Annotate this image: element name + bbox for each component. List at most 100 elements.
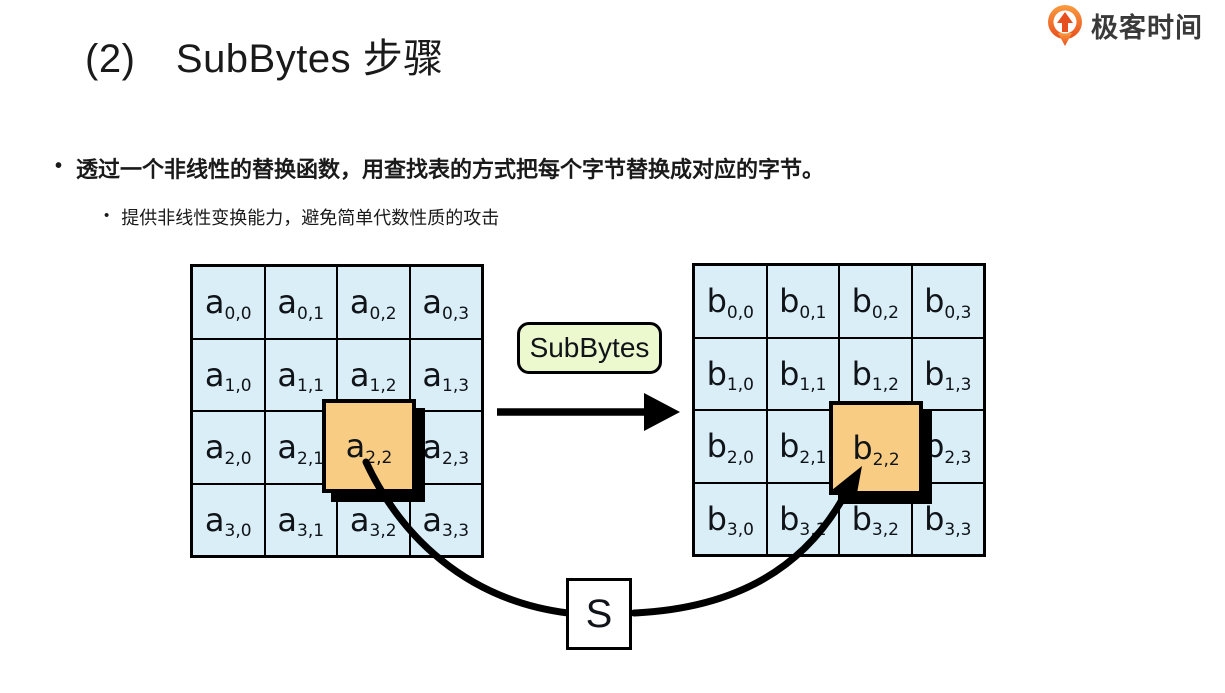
subbytes-label-box: SubBytes: [517, 322, 662, 374]
cell-subscript: 3,0: [224, 521, 252, 542]
cell-subscript: 0,2: [369, 303, 397, 324]
cell-subscript: 1,3: [442, 376, 470, 397]
cell-subscript: 3,1: [297, 521, 325, 542]
cell-subscript: 0,2: [871, 302, 899, 323]
cell-base: a: [277, 428, 298, 467]
bullet-marker: •: [104, 207, 110, 224]
cell-base: a: [422, 355, 443, 394]
cell-base: a: [422, 283, 443, 322]
cell-base: b: [706, 282, 727, 321]
cell-subscript: 0,1: [799, 302, 827, 323]
highlight-cell-b22: b 2,2: [829, 401, 923, 495]
cell-subscript: 3,2: [369, 521, 397, 542]
cell-subscript: 1,3: [944, 375, 972, 396]
geektime-logo-icon: [1048, 5, 1082, 46]
cell-base: b: [779, 427, 800, 466]
cell-base: b: [779, 499, 800, 538]
cell-base: a: [349, 283, 370, 322]
cell-base: b: [706, 354, 727, 393]
highlight-cell-a22: a 2,2: [322, 399, 416, 493]
geektime-logo-text: 极客时间: [1091, 12, 1203, 43]
cell-base: a: [204, 500, 225, 539]
cell-subscript: 3,2: [871, 520, 899, 541]
geektime-logo: 极客时间: [1046, 4, 1203, 46]
cell-base: b: [706, 499, 727, 538]
cell-subscript: 0,3: [442, 303, 470, 324]
cell-base: b: [924, 499, 945, 538]
cell-subscript: 1,1: [799, 375, 827, 396]
cell-base: a: [422, 500, 443, 539]
cell-subscript: 1,1: [297, 376, 325, 397]
cell-base: b: [851, 354, 872, 393]
cell-subscript: 1,2: [369, 376, 397, 397]
cell-base: a: [277, 355, 298, 394]
bullet-main-text: 透过一个非线性的替换函数，用查找表的方式把每个字节替换成对应的字节。: [76, 157, 825, 182]
bullet-sub: • 提供非线性变换能力，避免简单代数性质的攻击: [104, 204, 499, 230]
cell-subscript: 2,3: [944, 447, 972, 468]
cell-subscript: 2,0: [224, 448, 252, 469]
cell-base: a: [349, 355, 370, 394]
cell-subscript: 0,0: [224, 303, 252, 324]
cell-subscript: 2,1: [799, 447, 827, 468]
cell-base: b: [924, 282, 945, 321]
cell-subscript: 2,1: [297, 448, 325, 469]
cell-base: a: [349, 500, 370, 539]
cell-base: b: [924, 354, 945, 393]
cell-subscript: 0,0: [726, 302, 754, 323]
cell-base: b: [851, 499, 872, 538]
highlight-a-sub: 2,2: [365, 447, 393, 468]
cell-subscript: 1,0: [224, 376, 252, 397]
cell-subscript: 3,0: [726, 520, 754, 541]
cell-base: b: [706, 427, 727, 466]
cell-base: a: [277, 283, 298, 322]
page-title: (2) SubBytes 步骤: [85, 37, 444, 81]
cell-subscript: 3,1: [799, 520, 827, 541]
cell-subscript: 0,1: [297, 303, 325, 324]
cell-base: b: [851, 282, 872, 321]
highlight-b-sub: 2,2: [872, 449, 900, 470]
cell-subscript: 1,0: [726, 375, 754, 396]
cell-subscript: 0,3: [944, 302, 972, 323]
cell-base: b: [779, 282, 800, 321]
cell-base: a: [422, 428, 443, 467]
cell-base: b: [779, 354, 800, 393]
cell-subscript: 1,2: [871, 375, 899, 396]
sbox-label-box: S: [566, 578, 632, 650]
highlight-b-base: b: [852, 429, 873, 467]
subbytes-arrow-head: [644, 393, 680, 431]
cell-subscript: 3,3: [442, 521, 470, 542]
bullet-sub-text: 提供非线性变换能力，避免简单代数性质的攻击: [121, 208, 500, 228]
cell-base: a: [277, 500, 298, 539]
bullet-main: • 透过一个非线性的替换函数，用查找表的方式把每个字节替换成对应的字节。: [55, 152, 824, 184]
cell-base: a: [204, 355, 225, 394]
cell-subscript: 2,3: [442, 448, 470, 469]
highlight-a-base: a: [345, 427, 366, 465]
